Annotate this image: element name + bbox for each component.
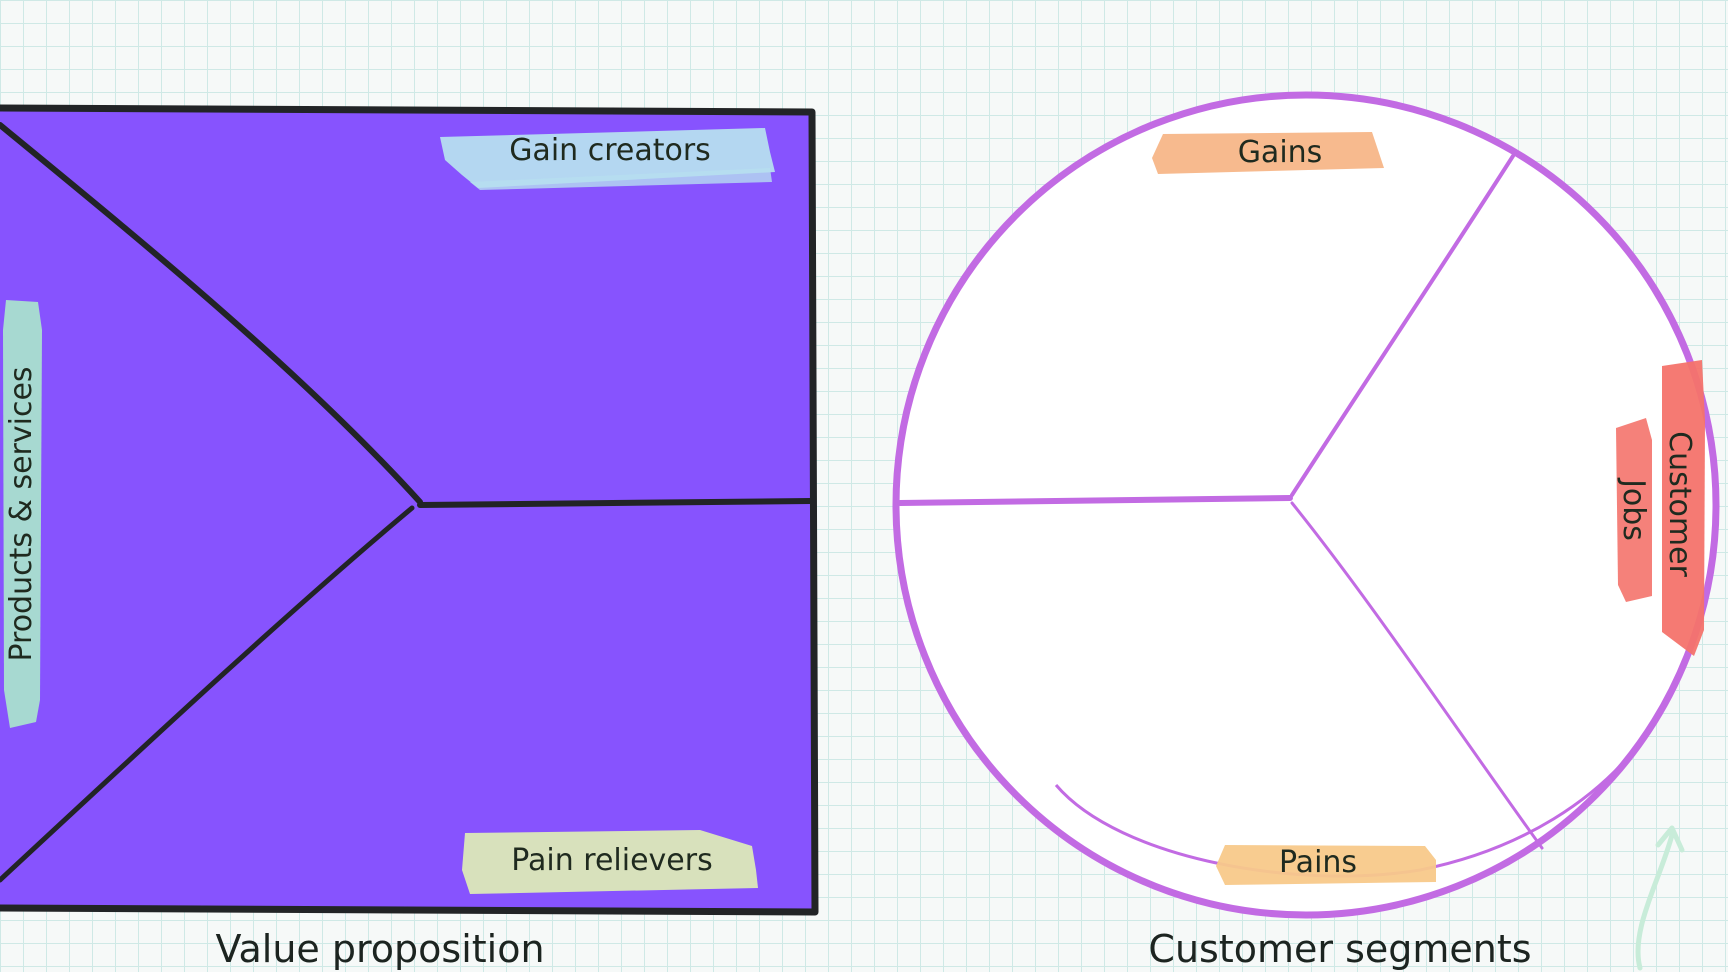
pains-section[interactable]: Pains <box>1216 845 1436 885</box>
pain-relievers-highlight <box>462 830 758 894</box>
cs-divider-upper-right <box>1290 154 1515 497</box>
value-proposition-caption: Value proposition <box>215 927 544 971</box>
pain-relievers-section[interactable]: Pain relievers <box>462 830 758 894</box>
gains-section[interactable]: Gains <box>1152 132 1384 174</box>
customer-jobs-label-line1: Customer <box>1662 431 1697 577</box>
gains-highlight <box>1152 132 1384 174</box>
gain-creators-highlight-stroke <box>470 168 772 190</box>
customer-segments-caption: Customer segments <box>1148 927 1531 971</box>
decorative-arrow-icon <box>1635 825 1685 971</box>
customer-segments-circle <box>892 91 1720 919</box>
cs-divider-left <box>897 495 1293 506</box>
customer-jobs-section[interactable]: Customer Jobs <box>1616 360 1705 656</box>
pain-relievers-label: Pain relievers <box>511 843 712 878</box>
gains-label: Gains <box>1238 135 1323 170</box>
value-proposition-square <box>0 104 819 916</box>
cs-divider-lower-right <box>1290 501 1544 850</box>
vp-divider-middle <box>417 498 813 508</box>
gain-creators-section[interactable]: Gain creators <box>440 128 775 190</box>
products-services-highlight <box>3 300 42 728</box>
products-services-section[interactable]: Products & services <box>3 300 42 728</box>
customer-jobs-highlight-secondary <box>1616 418 1652 602</box>
products-services-label: Products & services <box>4 366 39 661</box>
customer-jobs-label-line2: Jobs <box>1616 477 1651 541</box>
customer-segments-profile[interactable] <box>892 91 1720 919</box>
vp-divider-lower <box>0 505 415 883</box>
vp-divider-upper <box>0 122 423 505</box>
pains-label: Pains <box>1279 845 1357 880</box>
customer-jobs-highlight-main <box>1662 360 1705 656</box>
gain-creators-label: Gain creators <box>509 133 711 168</box>
pains-highlight <box>1216 845 1436 885</box>
